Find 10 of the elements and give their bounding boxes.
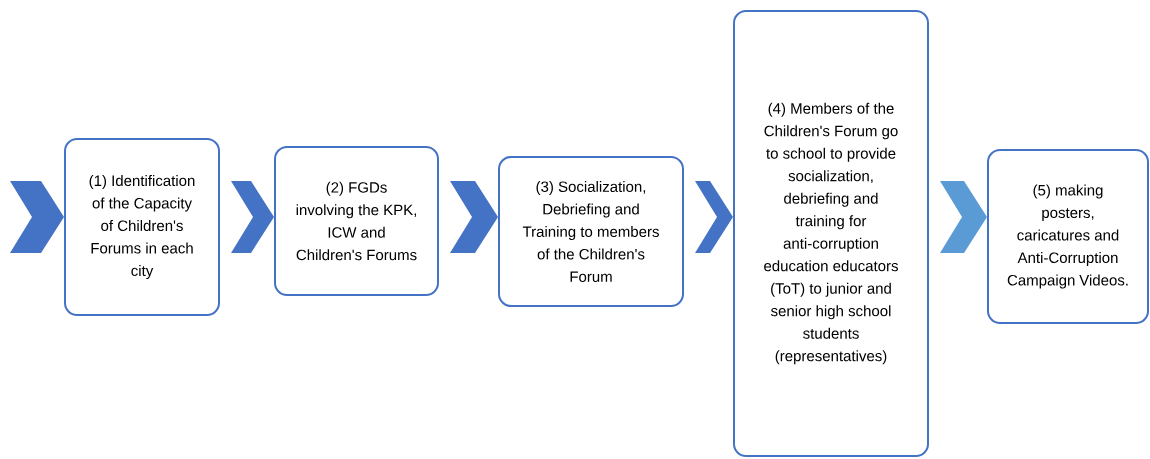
- step-box: (5) making posters, caricatures and Anti-Corruption Campaign Videos.: [987, 149, 1149, 324]
- chevron-arrow: [231, 181, 274, 253]
- chevron-arrow: [10, 181, 64, 253]
- step-box: (2) FGDs involving the KPK, ICW and Children's Forums: [274, 146, 439, 296]
- step-box: (1) Identification of the Capacity of Children's Forums in each city: [64, 138, 220, 316]
- step-box: (3) Socialization, Debriefing and Training to members of the Children's Forum: [498, 156, 684, 307]
- chevron-arrow: [450, 181, 498, 253]
- chevron-arrow: [695, 181, 733, 253]
- chevron-arrow: [940, 181, 987, 253]
- step-box: (4) Members of the Children's Forum go to school to provide socialization, debriefing and training for anti-corruption education educators (ToT) to junior and senior high school students (representatives): [733, 10, 929, 457]
